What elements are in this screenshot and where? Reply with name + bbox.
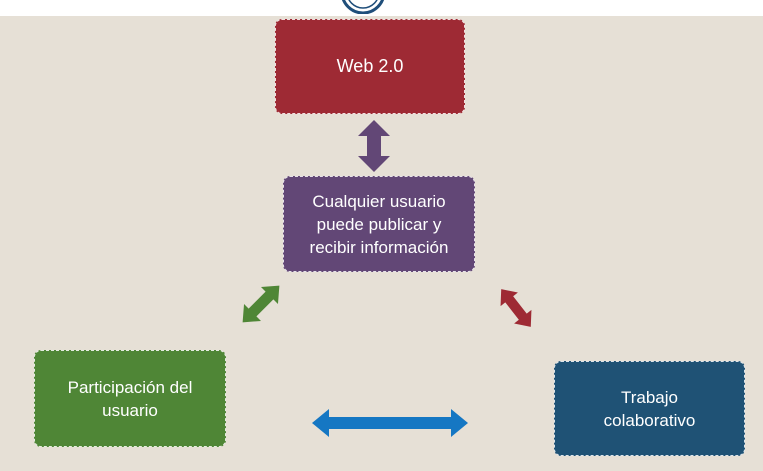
- trabajo-line-1: Trabajo: [620, 387, 678, 407]
- web20-label: Web 2.0: [336, 56, 404, 76]
- participacion-box: Participación del usuario: [34, 350, 226, 447]
- double-arrow-horizontal-icon: [312, 409, 468, 437]
- top-circle-icon: [341, 0, 385, 14]
- participacion-line-1: Participación del: [67, 377, 193, 397]
- publicar-line-2: puede publicar y: [316, 214, 442, 234]
- publicar-box: Cualquier usuario puede publicar y recib…: [283, 176, 475, 272]
- double-arrow-vertical-icon: [358, 120, 390, 172]
- publicar-line-3: recibir información: [309, 237, 449, 257]
- double-arrow-left-diagonal-icon: [242, 285, 280, 323]
- double-arrow-right-diagonal-icon: [500, 289, 532, 327]
- web20-box: Web 2.0: [275, 19, 465, 114]
- participacion-line-2: usuario: [102, 400, 158, 420]
- publicar-line-1: Cualquier usuario: [312, 191, 446, 211]
- trabajo-line-2: colaborativo: [603, 410, 696, 430]
- trabajo-box: Trabajo colaborativo: [554, 361, 745, 456]
